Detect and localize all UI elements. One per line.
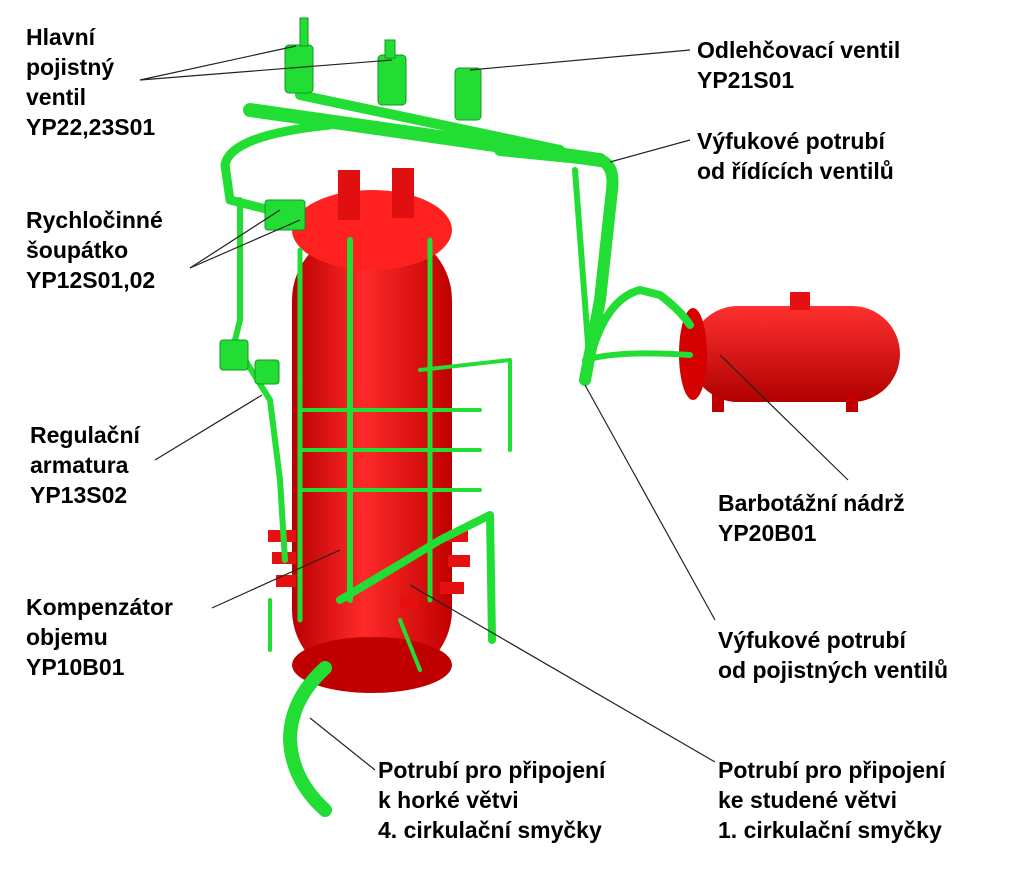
label-line: Odlehčovací ventil	[697, 37, 901, 63]
label-line: YP10B01	[26, 654, 125, 680]
label-line: k horké větvi	[378, 787, 519, 813]
leader-exhaust-safety	[584, 384, 716, 621]
label-line: Výfukové potrubí	[697, 128, 885, 154]
label-main-safety-valve: Hlavní pojistný ventil YP22,23S01	[26, 22, 155, 142]
label-line: 1. cirkulační smyčky	[718, 817, 942, 843]
label-line: od řídících ventilů	[697, 158, 894, 184]
label-hot-leg: Potrubí pro připojení k horké větvi 4. c…	[378, 755, 605, 845]
main-safety-valve-2-icon	[377, 54, 407, 106]
label-line: Hlavní	[26, 24, 96, 50]
label-relief-valve: Odlehčovací ventil YP21S01	[697, 35, 900, 95]
relief-valve-icon	[454, 67, 482, 121]
label-line: objemu	[26, 624, 108, 650]
leader-cold-leg	[409, 584, 716, 763]
main-safety-valve-1-icon	[284, 44, 314, 94]
leader-relief	[469, 49, 691, 71]
label-quick-gate: Rychločinné šoupátko YP12S01,02	[26, 205, 163, 295]
leader-exhaust-control	[609, 139, 691, 163]
label-line: pojistný	[26, 54, 115, 80]
label-bubbler-tank: Barbotážní nádrž YP20B01	[718, 488, 905, 548]
leader-main-safety-2	[139, 59, 393, 81]
label-line: YP20B01	[718, 520, 817, 546]
label-line: Kompenzátor	[26, 594, 173, 620]
label-line: Potrubí pro připojení	[718, 757, 946, 783]
label-line: ke studené větvi	[718, 787, 897, 813]
leader-quick-gate-2	[189, 219, 301, 269]
leader-lines	[139, 45, 849, 771]
valves	[219, 17, 482, 385]
label-cold-leg: Potrubí pro připojení ke studené větvi 1…	[718, 755, 945, 845]
label-line: YP13S02	[30, 482, 128, 508]
label-line: ventil	[26, 84, 87, 110]
label-line: šoupátko	[26, 237, 129, 263]
piping-network	[220, 90, 694, 817]
label-exhaust-control: Výfukové potrubí od řídících ventilů	[697, 126, 894, 186]
label-line: YP22,23S01	[26, 114, 156, 140]
leader-compensator	[211, 549, 341, 609]
quick-gate-valve-icon	[264, 199, 306, 231]
label-line: Potrubí pro připojení	[378, 757, 606, 783]
leader-hot-leg	[309, 717, 376, 771]
label-line: YP12S01,02	[26, 267, 156, 293]
label-line: YP21S01	[697, 67, 795, 93]
label-line: 4. cirkulační smyčky	[378, 817, 602, 843]
leader-bubbler	[719, 354, 849, 481]
label-line: Rychločinné	[26, 207, 163, 233]
label-exhaust-safety: Výfukové potrubí od pojistných ventilů	[718, 625, 948, 685]
label-line: od pojistných ventilů	[718, 657, 949, 683]
regulating-valve-icon	[219, 339, 249, 371]
label-line: Regulační	[30, 422, 140, 448]
label-line: Barbotážní nádrž	[718, 490, 905, 516]
label-regulating: Regulační armatura YP13S02	[30, 420, 140, 510]
leader-quick-gate-1	[189, 209, 281, 269]
leader-main-safety-1	[139, 45, 297, 81]
bubbler-tank	[679, 292, 900, 412]
leader-regulating	[154, 394, 263, 461]
label-compensator: Kompenzátor objemu YP10B01	[26, 592, 173, 682]
label-line: armatura	[30, 452, 129, 478]
label-line: Výfukové potrubí	[718, 627, 906, 653]
